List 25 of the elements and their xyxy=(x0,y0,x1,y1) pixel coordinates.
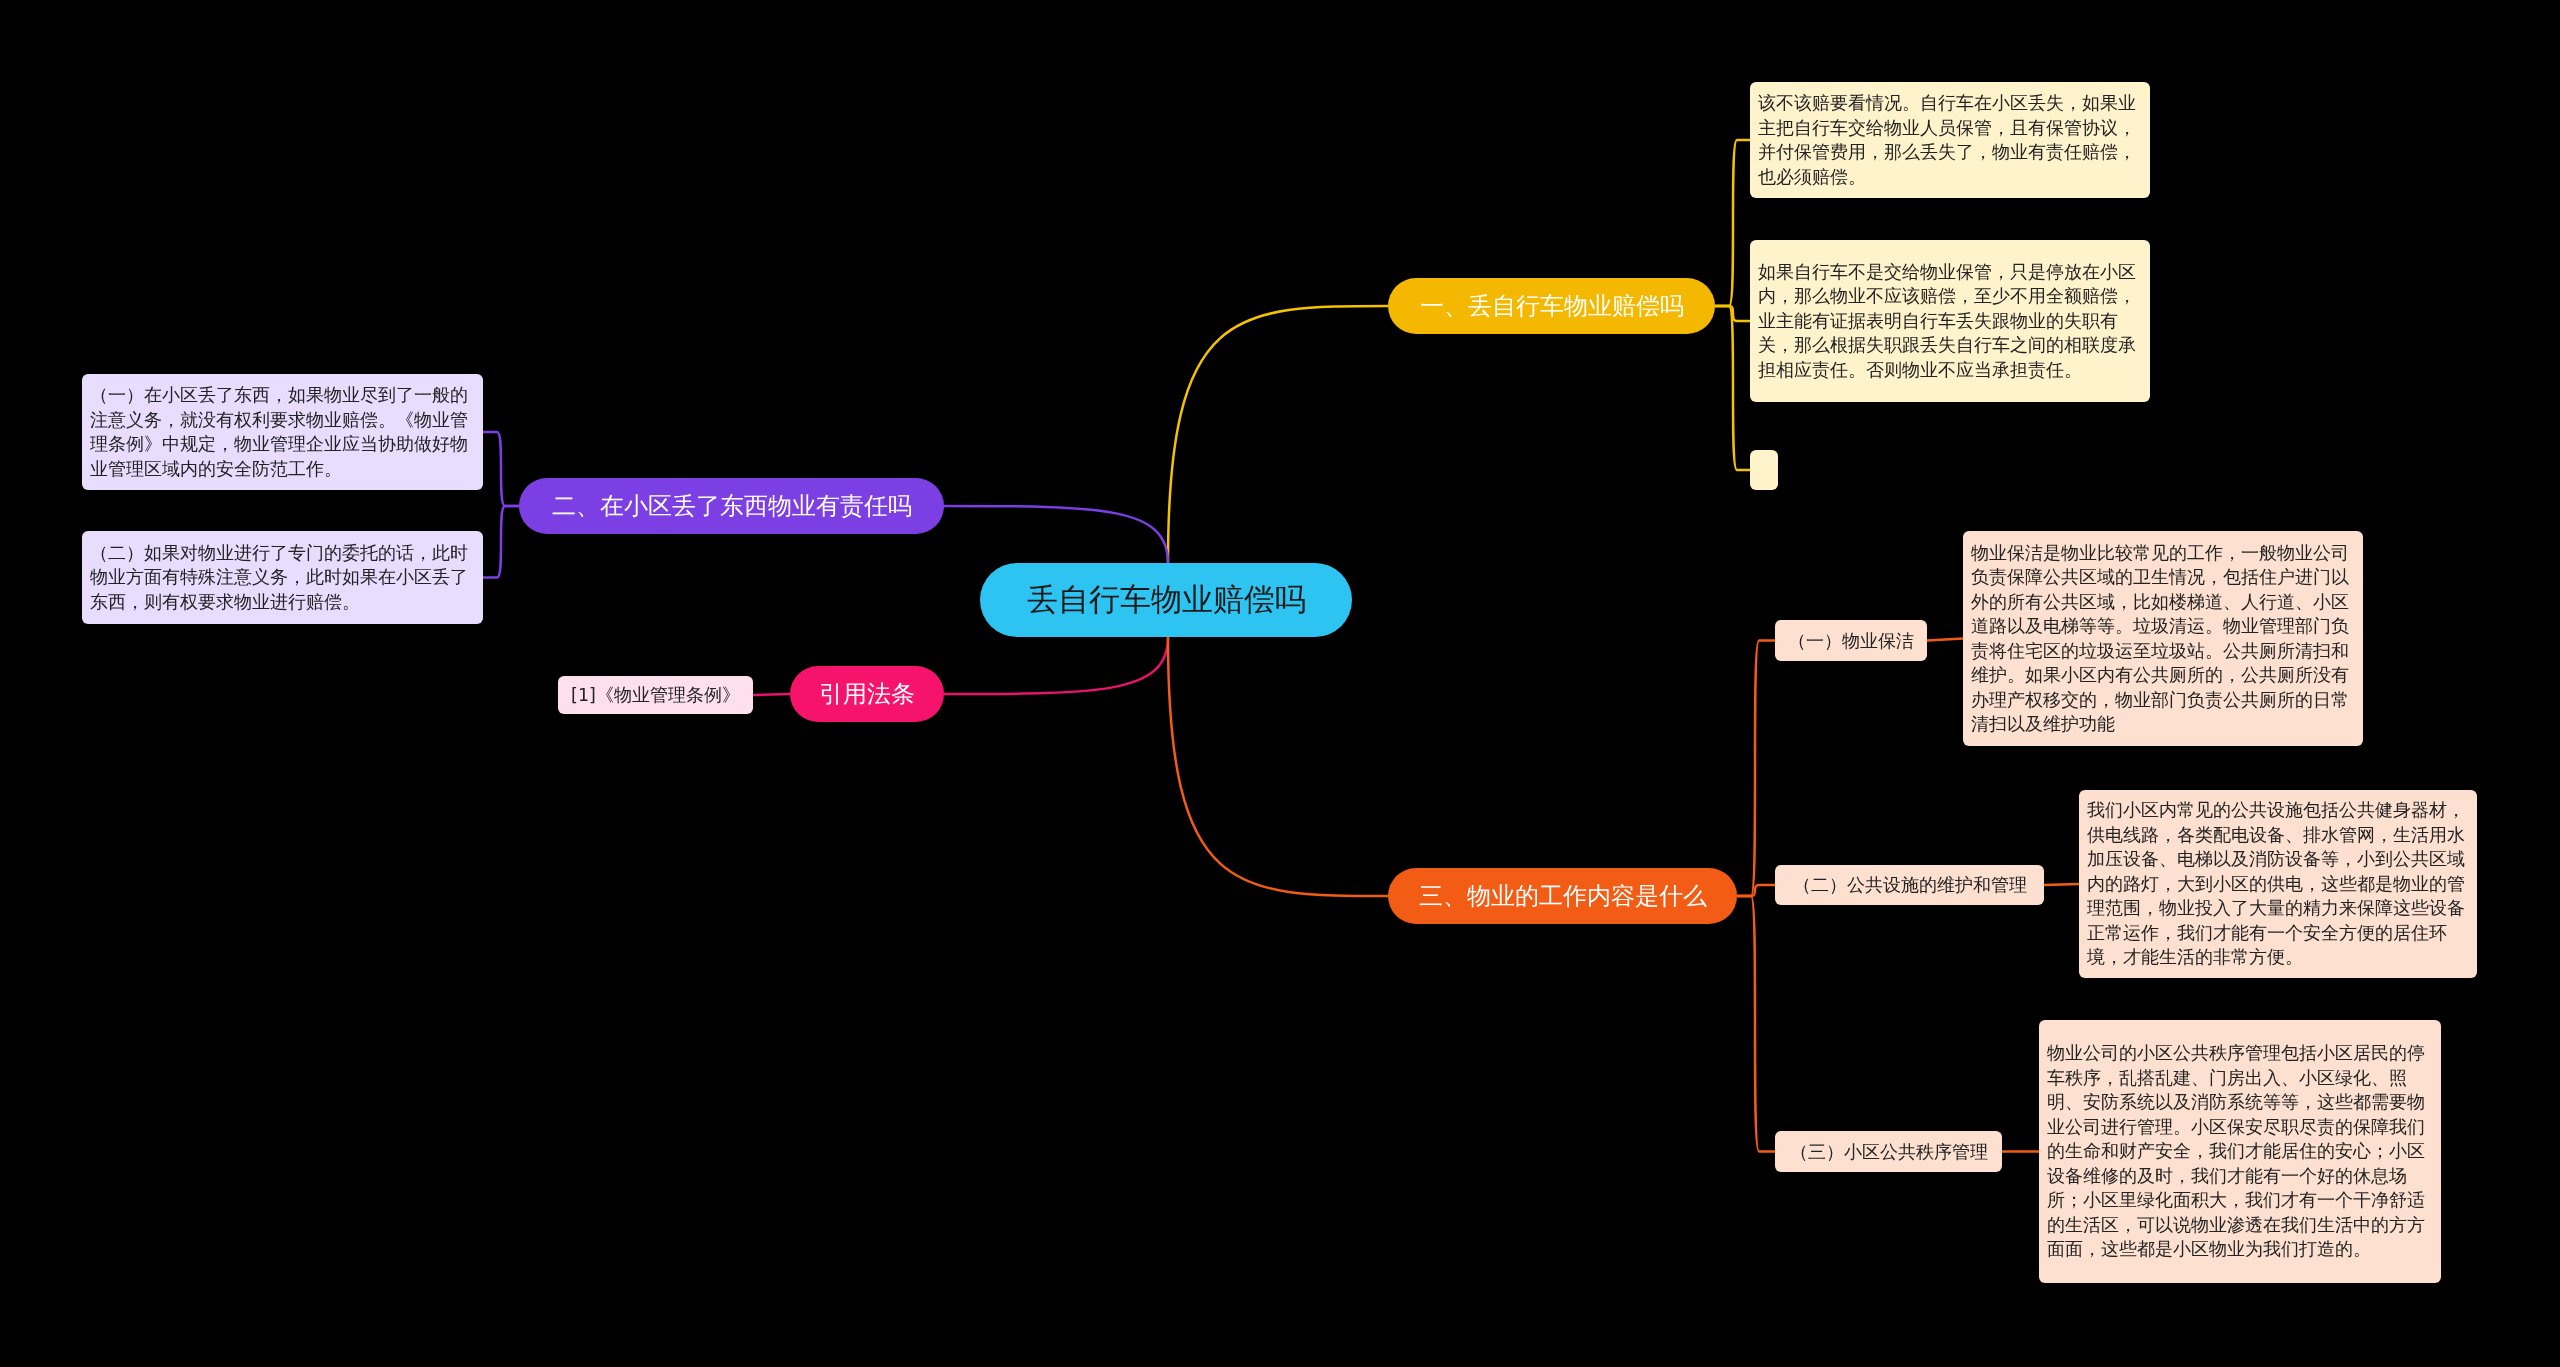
connector-line xyxy=(752,692,791,697)
connector-line xyxy=(2002,1150,2039,1153)
note-card: 物业保洁是物业比较常见的工作，一般物业公司负责保障公共区域的卫生情况，包括住户进门以外的所有公共区域，比如楼梯道、人行道、小区道路以及电梯等等。垃圾清运。物业管理部门负责将住宅区的垃圾运至垃圾站。公共厕所清扫和维护。如果小区内有公共厕所的，公共厕所没有办理产权移交的，物业部门负责公共厕所的日常清扫以及维护功能 xyxy=(1963,531,2363,746)
connector-line xyxy=(944,504,1170,564)
branch-topic: 三、物业的工作内容是什么 xyxy=(1388,868,1737,924)
connector-line xyxy=(1737,894,1775,1153)
subtopic-box: （三）小区公共秩序管理 xyxy=(1775,1131,2002,1172)
connector-line xyxy=(2043,882,2080,887)
note-card: 该不该赔要看情况。自行车在小区丢失，如果业主把自行车交给物业人员保管，且有保管协议，并付保管费用，那么丢失了，物业有责任赔偿，也必须赔偿。 xyxy=(1750,82,2150,198)
note-card: 物业公司的小区公共秩序管理包括小区居民的停车秩序，乱搭乱建、门房出入、小区绿化、照明、安防系统以及消防系统等等，这些都需要物业公司进行管理。小区保安尽职尽责的保障我们的生命和财产安全，我们才能居住的安心；小区设备维修的及时，我们才能有一个好的休息场所；小区里绿化面积大，我们才有一个干净舒适的生活区，可以说物业渗透在我们生活中的方方面面，这些都是小区物业为我们打造的。 xyxy=(2039,1020,2441,1283)
connector-line xyxy=(1166,636,1388,898)
branch-topic: 二、在小区丢了东西物业有责任吗 xyxy=(519,478,944,534)
subtopic-box: （二）公共设施的维护和管理 xyxy=(1775,865,2044,905)
branch-topic: 一、丢自行车物业赔偿吗 xyxy=(1388,278,1715,334)
connector-line xyxy=(483,504,519,579)
central-topic: 丢自行车物业赔偿吗 xyxy=(980,563,1352,637)
note-card: （一）在小区丢了东西，如果物业尽到了一般的注意义务，就没有权利要求物业赔偿。《物业管理条例》中规定，物业管理企业应当协助做好物业管理区域内的安全防范工作。 xyxy=(82,374,483,490)
note-card: 我们小区内常见的公共设施包括公共健身器材，供电线路，各类配电设备、排水管网，生活用水加压设备、电梯以及消防设备等，小到公共区域内的路灯，大到小区的供电，这些都是物业的管理范围，物业投入了大量的精力来保障这些设备正常运作，我们才能有一个安全方便的居住环境，才能生活的非常方便。 xyxy=(2079,790,2477,978)
subtopic-box: （一）物业保洁 xyxy=(1775,620,1927,661)
branch-topic: 引用法条 xyxy=(790,666,944,722)
note-card: （二）如果对物业进行了专门的委托的话，此时物业方面有特殊注意义务，此时如果在小区丢了东西，则有权要求物业进行赔偿。 xyxy=(82,531,483,624)
connector-line xyxy=(1926,637,1964,642)
note-card: 如果自行车不是交给物业保管，只是停放在小区内，那么物业不应该赔偿，至少不用全额赔偿，业主能有证据表明自行车丢失跟物业的失职有关，那么根据失职跟丢失自行车之间的相联度承担相应责任。否则物业不应当承担责任。 xyxy=(1750,240,2150,402)
subtopic-box: [1]《物业管理条例》 xyxy=(558,676,753,714)
empty-note-box xyxy=(1750,450,1778,490)
